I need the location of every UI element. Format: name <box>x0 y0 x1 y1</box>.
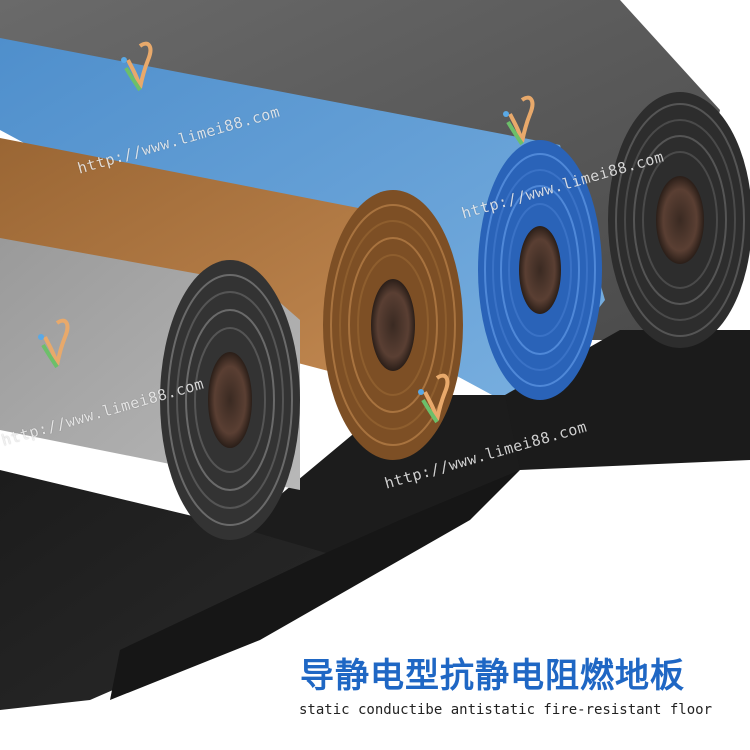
limei-logo-watermark <box>38 318 70 369</box>
light-gray-roll <box>160 260 300 540</box>
limei-logo-watermark <box>418 373 450 424</box>
dark-gray-roll <box>608 92 750 348</box>
limei-logo-watermark <box>121 41 153 92</box>
limei-logo-watermark <box>503 95 535 146</box>
product-subtitle: static conductibe antistatic fire-resist… <box>299 702 713 718</box>
black-underside-lower <box>110 470 520 700</box>
blue-roll <box>478 140 602 400</box>
brown-roll <box>323 190 463 460</box>
product-title: 导静电型抗静电阻燃地板 <box>300 656 685 696</box>
black-underside-front <box>0 470 350 710</box>
